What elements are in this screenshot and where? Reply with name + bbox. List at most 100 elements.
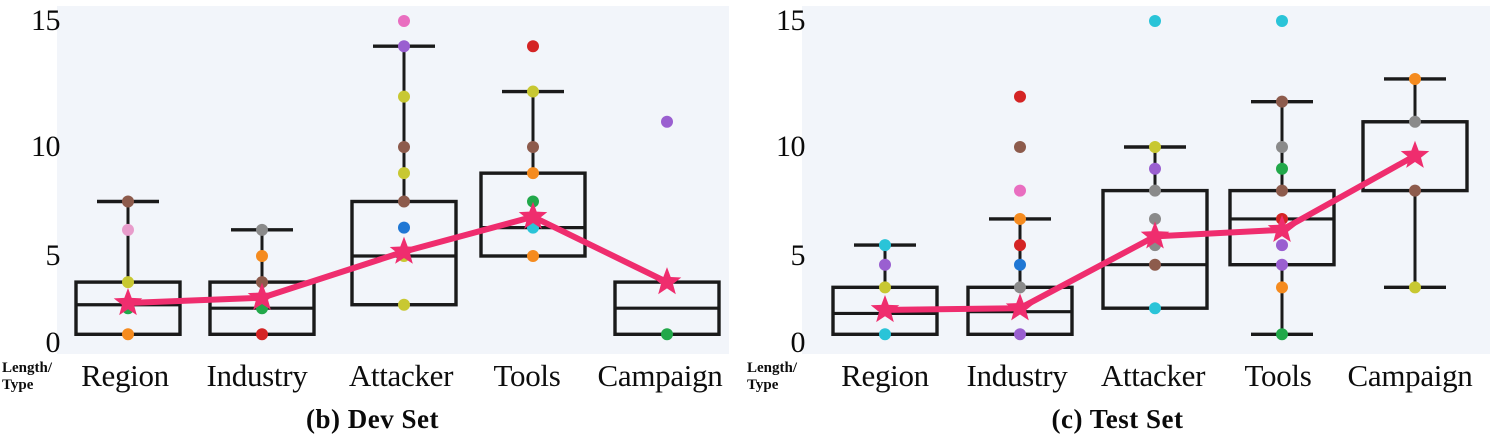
- data-point: [527, 167, 539, 180]
- mean-star-marker: [518, 201, 548, 229]
- corner-label-test: Length/ Type: [747, 360, 797, 394]
- plot-background-dev: [57, 6, 729, 354]
- caption-test: (c) Test Set: [1051, 404, 1184, 434]
- y-axis-dev: 15 10 5 0: [0, 0, 61, 360]
- data-point: [122, 328, 134, 341]
- box-group-campaign: [1361, 77, 1469, 290]
- boxplot-canvas-test: [831, 15, 1469, 341]
- corner-label-line2: Type: [747, 377, 779, 393]
- x-label-region-test: Region: [841, 358, 929, 393]
- data-point: [1276, 281, 1288, 294]
- boxplot-canvas-dev: [74, 15, 721, 341]
- x-label-industry-dev: Industry: [206, 358, 308, 393]
- data-point: [1409, 115, 1421, 128]
- data-point: [1409, 72, 1421, 85]
- data-point: [1409, 184, 1421, 197]
- x-label-tools-dev: Tools: [493, 358, 561, 393]
- data-point: [879, 328, 891, 341]
- data-point: [1276, 15, 1288, 27]
- mean-star-marker: [113, 287, 143, 316]
- data-point: [1149, 258, 1161, 271]
- y-tick-15: 15: [31, 4, 61, 37]
- y-tick-10: 10: [31, 130, 61, 163]
- data-point: [1276, 328, 1288, 341]
- data-point: [398, 141, 410, 153]
- y-tick-15: 15: [776, 4, 806, 37]
- data-point: [527, 195, 539, 208]
- data-point: [1014, 212, 1026, 225]
- y-tick-5: 5: [45, 239, 61, 272]
- y-tick-5: 5: [790, 239, 806, 272]
- data-point: [122, 276, 134, 289]
- y-tick-0: 0: [45, 326, 61, 359]
- caption-dev: (b) Dev Set: [306, 404, 439, 434]
- data-point: [398, 15, 410, 27]
- x-label-attacker-test: Attacker: [1100, 358, 1206, 393]
- mean-star-marker: [870, 294, 900, 323]
- x-label-campaign-dev: Campaign: [597, 358, 723, 393]
- data-point: [122, 195, 134, 208]
- mean-star-marker: [389, 236, 419, 264]
- mean-star-marker: [652, 267, 682, 295]
- data-point: [398, 221, 410, 234]
- data-point: [256, 250, 268, 262]
- x-label-tools-test: Tools: [1244, 358, 1312, 393]
- data-point: [1014, 90, 1026, 103]
- data-point: [1276, 162, 1288, 175]
- box-group-industry: [966, 217, 1074, 337]
- data-point: [1276, 258, 1288, 271]
- data-point: [1014, 281, 1026, 294]
- data-point: [256, 328, 268, 341]
- data-point: [527, 85, 539, 98]
- data-point: [1409, 281, 1421, 294]
- data-point: [122, 223, 134, 236]
- data-point: [1149, 212, 1161, 225]
- data-point: [879, 281, 891, 294]
- mean-star-marker: [1400, 140, 1430, 168]
- data-point: [527, 40, 539, 53]
- data-point: [1014, 239, 1026, 252]
- data-point: [1276, 239, 1288, 252]
- y-tick-0: 0: [790, 326, 806, 359]
- data-point: [1149, 141, 1161, 153]
- data-point: [398, 40, 410, 53]
- data-point: [1149, 15, 1161, 27]
- mean-star-marker: [1267, 214, 1297, 242]
- data-point: [398, 90, 410, 103]
- data-point: [398, 167, 410, 180]
- y-tick-10: 10: [776, 130, 806, 163]
- data-point: [1276, 95, 1288, 108]
- data-point: [1149, 184, 1161, 197]
- box-group-region: [74, 199, 182, 337]
- mean-star-marker: [247, 282, 277, 310]
- data-point: [661, 115, 673, 128]
- corner-label-line1: Length/: [2, 360, 53, 376]
- x-label-attacker-dev: Attacker: [348, 358, 454, 393]
- corner-label-line2: Type: [2, 377, 34, 393]
- mean-star-marker: [1005, 293, 1035, 321]
- data-point: [398, 195, 410, 208]
- data-point: [256, 276, 268, 289]
- data-point: [398, 298, 410, 311]
- x-label-campaign-test: Campaign: [1347, 358, 1473, 393]
- data-point: [1014, 141, 1026, 153]
- data-point: [1149, 302, 1161, 315]
- data-point: [1014, 184, 1026, 197]
- data-point: [527, 141, 539, 153]
- data-point: [879, 239, 891, 252]
- x-label-region-dev: Region: [81, 358, 169, 393]
- y-axis-test: 15 10 5 0: [745, 0, 806, 360]
- data-point: [1276, 141, 1288, 153]
- data-point: [1014, 328, 1026, 341]
- box-group-campaign: [613, 280, 721, 337]
- panel-test-set: 15 10 5 0 Length/ Type Region Industry A…: [745, 0, 1490, 440]
- data-point: [1149, 162, 1161, 175]
- data-point: [661, 328, 673, 341]
- data-point: [879, 258, 891, 271]
- mean-star-marker: [1140, 221, 1170, 249]
- x-label-industry-test: Industry: [966, 358, 1068, 393]
- data-point: [256, 223, 268, 236]
- data-point: [527, 250, 539, 262]
- corner-label-line1: Length/: [747, 360, 798, 376]
